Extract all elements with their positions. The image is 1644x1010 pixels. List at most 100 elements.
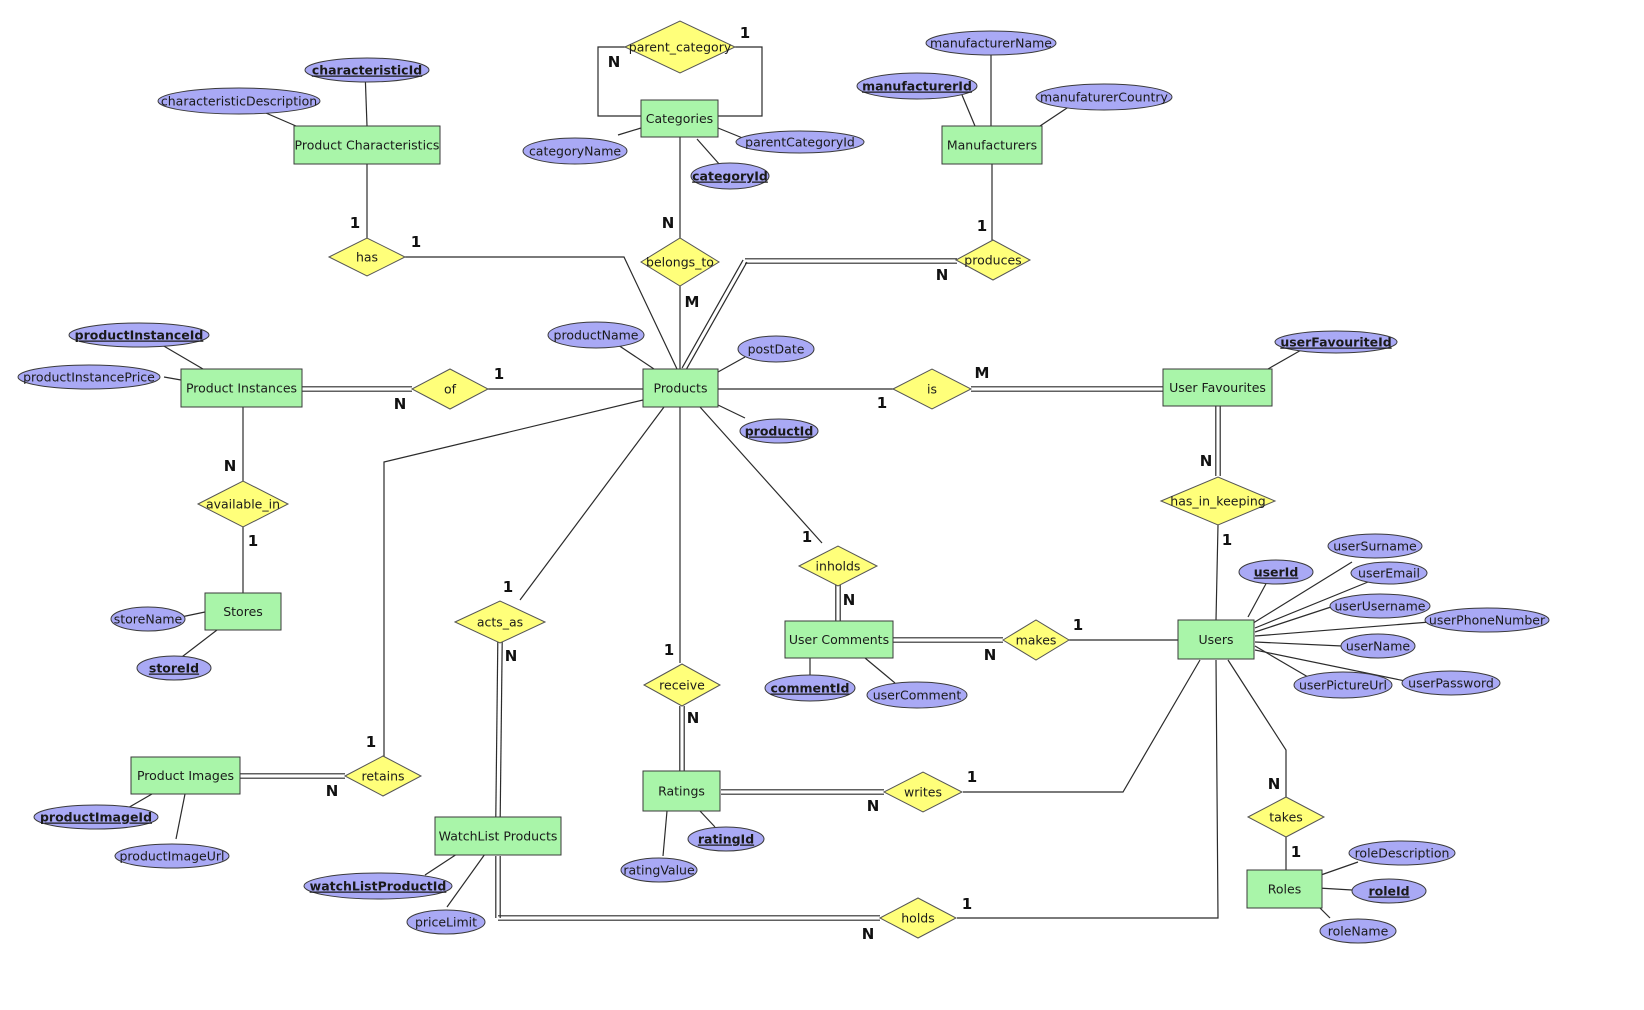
entity-ratings[interactable]: Ratings: [642, 770, 721, 812]
attribute-user-username[interactable]: userUsername: [1329, 593, 1431, 619]
connector-line: [1254, 645, 1309, 678]
relationship-makes[interactable]: makes: [1002, 619, 1070, 661]
cardinality-has-in-keeping-1: 1: [1222, 531, 1232, 549]
connector-line: [685, 261, 748, 371]
relationship-parent-category[interactable]: parent_category: [623, 20, 737, 74]
attribute-user-surname[interactable]: userSurname: [1327, 533, 1423, 559]
entity-users[interactable]: Users: [1177, 619, 1255, 660]
connector-line: [696, 138, 721, 166]
entity-categories[interactable]: Categories: [640, 99, 719, 138]
attribute-category-name[interactable]: categoryName: [522, 137, 628, 165]
cardinality-of-n: N: [394, 395, 407, 413]
attribute-label: characteristicId: [312, 63, 422, 78]
attribute-user-name[interactable]: userName: [1340, 633, 1416, 659]
connector-line: [681, 259, 744, 369]
attribute-parent-category-id[interactable]: parentCategoryId: [735, 130, 865, 154]
attribute-label: watchListProductId: [310, 879, 447, 894]
entity-product-characteristics[interactable]: Product Characteristics: [293, 125, 441, 165]
connector-line: [180, 611, 206, 618]
cardinality-available-in-1: 1: [248, 532, 258, 550]
attribute-characteristic-description[interactable]: characteristicDescription: [157, 87, 321, 115]
key-attribute-store-id[interactable]: storeId: [136, 655, 212, 681]
attribute-label: characteristicDescription: [161, 94, 317, 109]
entity-roles[interactable]: Roles: [1246, 869, 1323, 909]
self-loop-line: [597, 46, 641, 117]
attribute-label: manufacturerName: [930, 36, 1052, 51]
relationship-label: of: [444, 382, 457, 397]
attribute-rating-value[interactable]: ratingValue: [620, 857, 698, 883]
relationship-label: available_in: [206, 497, 280, 512]
attribute-user-comment[interactable]: userComment: [866, 681, 968, 709]
entity-watchlist-products[interactable]: WatchList Products: [434, 816, 562, 856]
relationship-of[interactable]: of: [410, 368, 490, 410]
connector-line: [1254, 621, 1431, 637]
entity-product-instances[interactable]: Product Instances: [180, 368, 303, 408]
attribute-product-name[interactable]: productName: [547, 321, 645, 349]
cardinality-inholds-n: N: [843, 591, 856, 609]
relationship-holds[interactable]: holds: [878, 897, 958, 939]
cardinality-holds-1: 1: [962, 895, 972, 913]
relationship-inholds[interactable]: inholds: [797, 545, 879, 587]
takes-line: [1227, 659, 1287, 797]
attribute-store-name[interactable]: storeName: [110, 606, 186, 632]
key-attribute-product-image-id[interactable]: productImageId: [33, 804, 159, 830]
attribute-manufaturer-country[interactable]: manufaturerCountry: [1035, 83, 1173, 111]
connector-line: [499, 642, 503, 818]
relationship-retains[interactable]: retains: [343, 755, 423, 797]
key-attribute-user-id[interactable]: userId: [1238, 559, 1314, 585]
relationship-is[interactable]: is: [891, 368, 973, 410]
entity-label: Manufacturers: [947, 138, 1037, 153]
relationship-has[interactable]: has: [327, 237, 407, 277]
relationship-label: retains: [361, 769, 404, 784]
key-attribute-product-instance-id[interactable]: productInstanceId: [68, 322, 210, 348]
relationship-writes[interactable]: writes: [882, 771, 964, 813]
entity-label: Roles: [1268, 882, 1301, 897]
cardinality-receive-1: 1: [664, 641, 674, 659]
entity-user-favourites[interactable]: User Favourites: [1162, 368, 1273, 407]
attribute-role-name[interactable]: roleName: [1319, 918, 1397, 944]
relationship-receive[interactable]: receive: [642, 663, 722, 707]
entity-label: User Comments: [789, 632, 889, 647]
relationship-label: acts_as: [477, 615, 523, 630]
attribute-post-date[interactable]: postDate: [737, 335, 815, 363]
key-attribute-characteristic-id[interactable]: characteristicId: [304, 57, 430, 83]
attribute-manufacturer-name[interactable]: manufacturerName: [925, 30, 1057, 56]
key-attribute-role-id[interactable]: roleId: [1351, 878, 1427, 904]
key-attribute-product-id[interactable]: productId: [739, 418, 819, 444]
relationship-takes[interactable]: takes: [1246, 796, 1326, 838]
attribute-label: userComment: [873, 688, 962, 703]
relationship-produces[interactable]: produces: [954, 239, 1032, 281]
relationship-has-in-keeping[interactable]: has_in_keeping: [1159, 476, 1277, 526]
attribute-user-password[interactable]: userPassword: [1401, 670, 1501, 696]
key-attribute-rating-id[interactable]: ratingId: [687, 826, 765, 852]
key-attribute-comment-id[interactable]: commentId: [764, 674, 856, 702]
entity-label: User Favourites: [1169, 380, 1266, 395]
entity-user-comments[interactable]: User Comments: [784, 620, 894, 659]
attribute-label: userPhoneNumber: [1429, 613, 1546, 628]
attribute-price-limit[interactable]: priceLimit: [406, 909, 486, 935]
attribute-user-email[interactable]: userEmail: [1350, 561, 1428, 585]
attribute-user-phone-number[interactable]: userPhoneNumber: [1424, 607, 1550, 633]
cardinality-parent-category-1: 1: [740, 24, 750, 42]
relationship-available-in[interactable]: available_in: [196, 480, 290, 528]
diagram-shapes: Product Characteristics CategoriesManufac…: [17, 20, 1550, 944]
attribute-product-image-url[interactable]: productImageUrl: [114, 843, 230, 869]
cardinality-receive-n: N: [687, 709, 700, 727]
relationship-acts-as[interactable]: acts_as: [453, 600, 547, 644]
key-attribute-user-favourite-id[interactable]: userFavouriteId: [1274, 330, 1398, 354]
entity-stores[interactable]: Stores: [204, 592, 282, 631]
key-attribute-watch-list-product-id[interactable]: watchListProductId: [303, 872, 453, 900]
relationship-belongs-to[interactable]: belongs_to: [640, 237, 720, 287]
attribute-label: priceLimit: [415, 915, 477, 930]
entity-products[interactable]: Products: [642, 368, 719, 408]
attribute-label: storeId: [149, 661, 199, 676]
key-attribute-manufacturer-id[interactable]: manufacturerId: [856, 72, 978, 100]
attribute-product-instance-price[interactable]: productInstancePrice: [17, 364, 161, 390]
attribute-role-description[interactable]: roleDescription: [1348, 840, 1456, 866]
entity-manufacturers[interactable]: Manufacturers: [941, 125, 1043, 165]
attribute-label: ratingId: [698, 832, 754, 847]
connector-line: [1254, 581, 1369, 629]
attribute-user-picture-url[interactable]: userPictureUrl: [1293, 671, 1393, 699]
entity-product-images[interactable]: Product Images: [130, 756, 241, 795]
key-attribute-category-id[interactable]: categoryId: [690, 162, 770, 190]
